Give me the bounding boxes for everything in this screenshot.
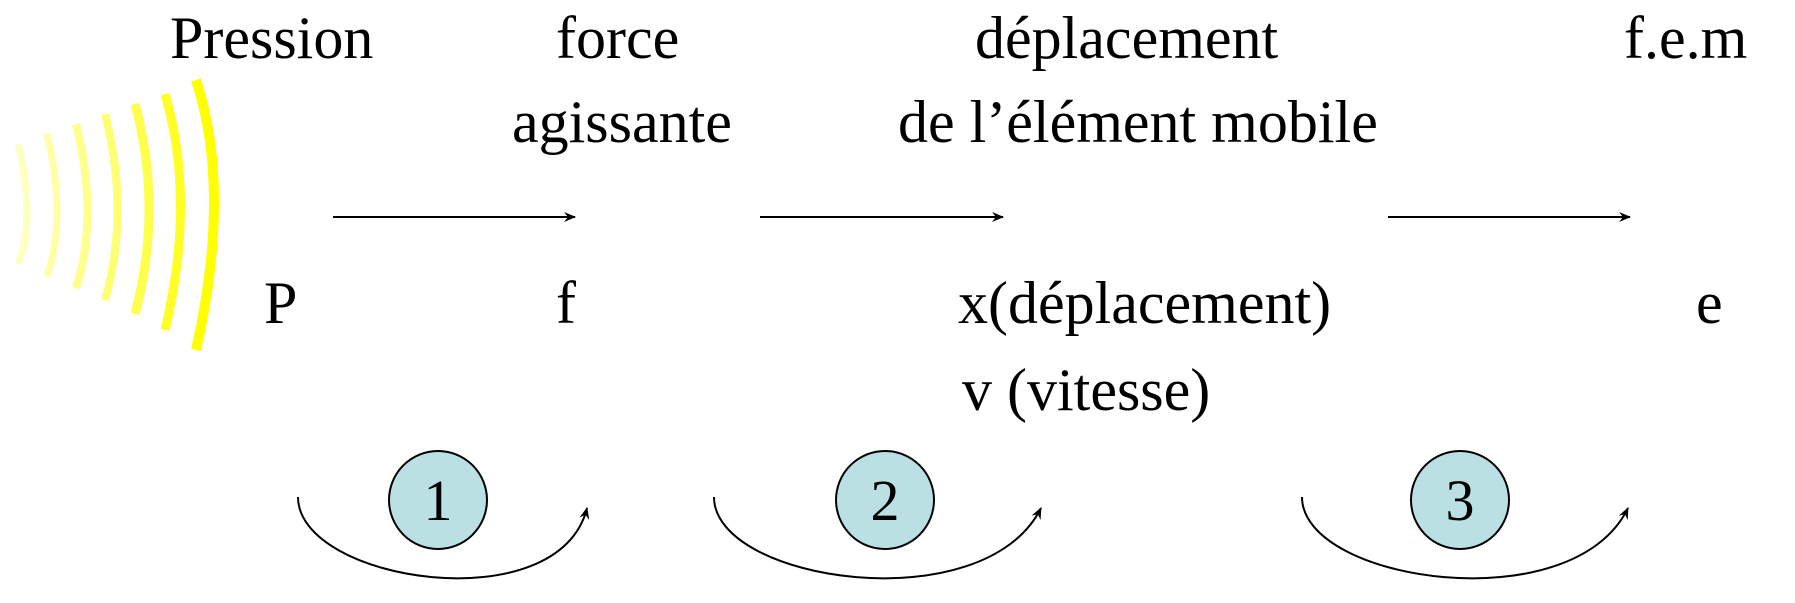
- stage-heading-deplacement: déplacement: [975, 5, 1279, 71]
- stage-heading-force: force: [556, 5, 680, 71]
- symbol-e: e: [1696, 270, 1723, 336]
- curved-arrow-step-3: [1301, 496, 1629, 580]
- stage-heading-force-line2: agissante: [512, 89, 732, 155]
- symbol-x-deplacement: x(déplacement): [958, 270, 1332, 336]
- curved-arrow-step-1: [297, 496, 590, 580]
- step-badge-1: 1: [388, 450, 488, 550]
- stage-heading-pression: Pression: [170, 5, 374, 71]
- step-badge-2: 2: [835, 450, 935, 550]
- step-badge-3: 3: [1410, 450, 1510, 550]
- symbol-v-vitesse: v (vitesse): [962, 357, 1211, 423]
- curved-arrow-step-2: [713, 496, 1042, 580]
- stage-heading-fem: f.e.m: [1624, 5, 1748, 71]
- symbol-f: f: [556, 270, 576, 336]
- sound-wave-icon: [14, 78, 219, 352]
- symbol-p: P: [264, 270, 298, 336]
- stage-heading-deplacement-line2: de l’élément mobile: [898, 89, 1378, 155]
